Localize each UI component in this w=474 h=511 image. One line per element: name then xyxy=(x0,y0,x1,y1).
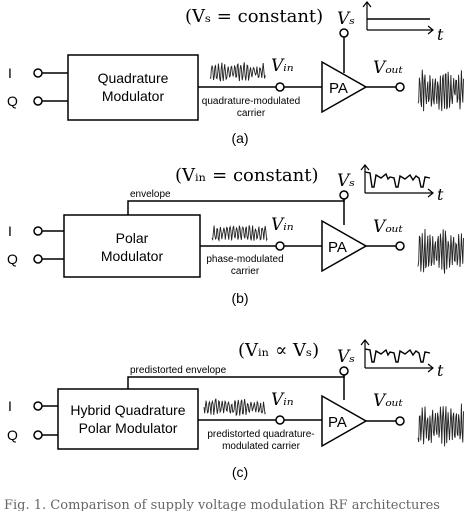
equation-label: (Vᵢₙ ∝ Vₛ) xyxy=(238,340,319,361)
input-q-terminal xyxy=(33,96,43,106)
input-i-label: I xyxy=(8,398,12,414)
polar-modulator-block xyxy=(63,214,201,278)
carrier-label-line1: quadrature-modulated xyxy=(202,96,300,107)
vs-waveform-inset xyxy=(360,339,434,373)
panel-c xyxy=(33,339,434,450)
output-waveform-c xyxy=(417,403,464,447)
input-i-label: I xyxy=(8,65,12,81)
block-label-line1: Quadrature xyxy=(98,70,169,86)
panel-b xyxy=(33,164,434,278)
vin-label: Vᵢₙ xyxy=(271,56,294,76)
panel-caption: (b) xyxy=(231,290,248,306)
block-label-line1: Polar xyxy=(116,230,149,246)
carrier-label-line1: predistorted quadrature- xyxy=(207,429,314,440)
carrier-waveform-c xyxy=(203,398,266,417)
panel-caption: (c) xyxy=(232,464,248,480)
output-waveform-b xyxy=(417,228,464,274)
time-axis-label: t xyxy=(437,185,444,204)
block-label-line1: Hybrid Quadrature xyxy=(70,402,185,418)
carrier-label-line2: carrier xyxy=(237,108,266,119)
pa-amplifier xyxy=(321,394,368,448)
hybrid-modulator-block xyxy=(57,388,199,450)
vin-label: Vᵢₙ xyxy=(271,390,294,410)
pa-amplifier xyxy=(321,60,368,114)
vout-node xyxy=(395,82,405,92)
vin-node xyxy=(275,415,285,425)
vs-label: Vₛ xyxy=(337,9,355,29)
pa-label: PA xyxy=(328,414,347,431)
output-waveform-a xyxy=(417,69,464,112)
carrier-waveform-b xyxy=(211,225,268,242)
pa-amplifier xyxy=(321,219,368,273)
vout-label: Vₒᵤₜ xyxy=(373,391,404,411)
vin-node xyxy=(275,241,285,251)
vout-label: Vₒᵤₜ xyxy=(373,58,404,78)
vout-label: Vₒᵤₜ xyxy=(373,217,404,237)
input-q-terminal xyxy=(33,430,43,440)
input-i-terminal xyxy=(33,401,43,411)
carrier-waveform-a xyxy=(209,62,266,82)
input-i-label: I xyxy=(8,223,12,239)
vout-node xyxy=(395,416,405,426)
time-axis-label: t xyxy=(437,25,444,44)
carrier-label-line2: modulated carrier xyxy=(222,441,300,452)
carrier-label-line2: carrier xyxy=(231,266,260,277)
block-label-line2: Modulator xyxy=(101,248,164,264)
equation-label: (Vᵢₙ = constant) xyxy=(175,165,319,186)
vs-node xyxy=(339,190,349,200)
block-label-line2: Modulator xyxy=(102,88,165,104)
input-q-label: Q xyxy=(7,251,18,267)
vs-node xyxy=(339,366,349,376)
input-q-label: Q xyxy=(7,93,18,109)
vs-node xyxy=(339,28,349,38)
equation-label: (Vₛ = constant) xyxy=(185,6,323,27)
envelope-label: predistorted envelope xyxy=(130,365,227,376)
vs-waveform-inset xyxy=(360,164,434,198)
vs-label: Vₛ xyxy=(337,171,355,191)
vs-label: Vₛ xyxy=(337,347,355,367)
envelope-label: envelope xyxy=(130,189,171,200)
envelope-line xyxy=(127,375,345,389)
vs-waveform-inset xyxy=(362,1,434,35)
vout-node xyxy=(395,241,405,251)
input-q-terminal xyxy=(33,254,43,264)
input-i-terminal xyxy=(33,68,43,78)
figure-caption: Fig. 1. Comparison of supply voltage mod… xyxy=(4,498,440,511)
time-axis-label: t xyxy=(437,361,444,380)
pa-label: PA xyxy=(329,80,348,97)
input-q-label: Q xyxy=(7,427,18,443)
carrier-label-line1: phase-modulated xyxy=(206,254,283,265)
panel-a xyxy=(33,1,434,121)
vin-node xyxy=(275,82,285,92)
envelope-line xyxy=(127,199,345,215)
block-label-line2: Polar Modulator xyxy=(79,420,178,436)
pa-label: PA xyxy=(328,239,347,256)
input-i-terminal xyxy=(33,226,43,236)
vin-label: Vᵢₙ xyxy=(271,215,294,235)
panel-caption: (a) xyxy=(231,130,248,146)
